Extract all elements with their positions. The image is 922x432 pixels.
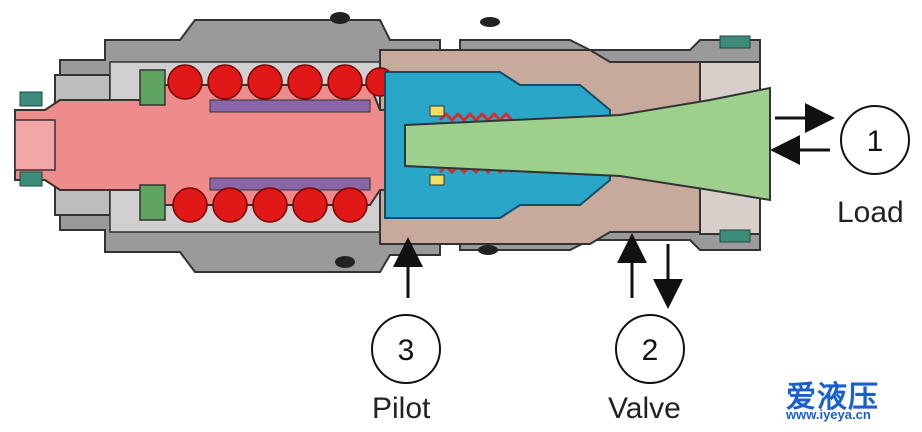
port-label-valve: Valve [608, 392, 681, 425]
o-rings-black [330, 12, 500, 268]
spring-retainer-upper [209, 99, 371, 113]
port-number-load: 1 [867, 125, 884, 158]
port-number-pilot: 3 [398, 334, 415, 367]
port-circle-valve [615, 314, 685, 384]
port-circle-pilot [371, 314, 441, 384]
main-spring-lower [172, 187, 368, 223]
detent-upper [429, 105, 445, 117]
watermark-brand: 爱液压 [786, 380, 879, 415]
main-spring-upper [167, 64, 395, 100]
port-circle-load [840, 105, 910, 175]
spring-seat-lower [139, 184, 166, 221]
spring-retainer-lower [209, 177, 371, 191]
o-ring-seals [19, 35, 751, 243]
watermark-url: www.iyeya.cn [786, 407, 871, 422]
piston-nose [14, 119, 56, 171]
spring-seat-upper [139, 69, 166, 106]
port-label-load: Load [837, 196, 904, 229]
main-spool [404, 86, 771, 202]
port-number-valve: 2 [642, 334, 659, 367]
port-label-pilot: Pilot [372, 392, 431, 425]
detent-lower [429, 174, 445, 186]
